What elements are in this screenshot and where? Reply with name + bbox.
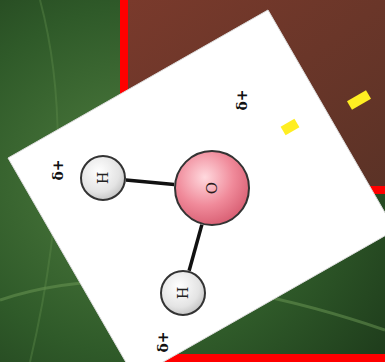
minus-dash [347,90,371,110]
partial-charge: δ+ [155,331,171,352]
hydrogen-atom: H [160,270,206,316]
atom-symbol: H [95,172,111,184]
covalent-bond [189,225,202,271]
charge-label-box: δ+ [153,329,173,354]
covalent-bond [126,180,174,184]
charge-label-box: δ+ [232,87,252,112]
hydrogen-atom: H [80,155,126,201]
partial-charge: δ+ [234,89,250,110]
atom-symbol: H [175,287,191,299]
atom-symbol: O [203,182,221,194]
minus-dash [281,119,300,136]
charge-label-box: δ+ [48,157,68,182]
red-band [150,354,385,362]
oxygen-atom: O [174,150,250,226]
white-card [8,10,385,362]
partial-charge: δ+ [50,159,66,180]
